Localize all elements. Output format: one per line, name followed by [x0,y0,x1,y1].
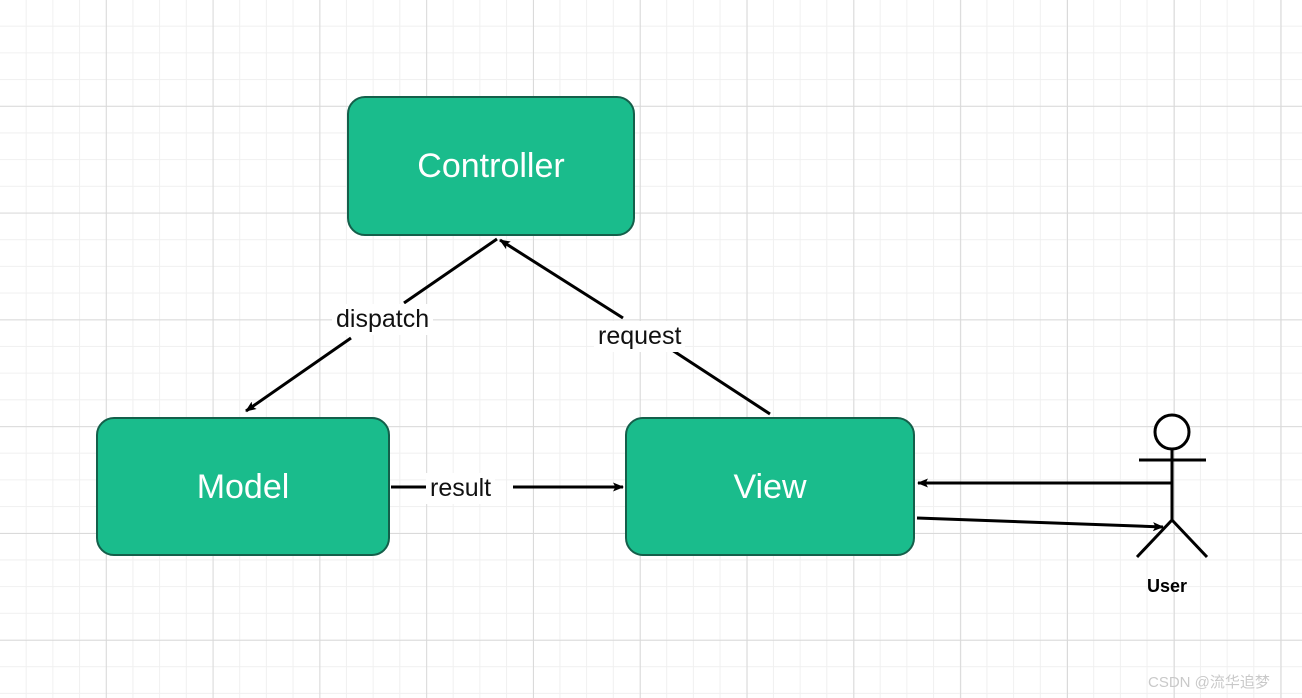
edge-label-request: request [594,321,686,352]
edge-view-to-user [916,516,1164,532]
edge-label-result: result [426,473,496,504]
edge-dispatch [245,237,498,413]
node-model[interactable]: Model [96,417,390,556]
node-controller-label: Controller [417,147,565,185]
node-controller[interactable]: Controller [347,96,635,236]
user-actor-label: User [1147,576,1188,596]
edge-label-dispatch: dispatch [332,304,434,335]
node-model-label: Model [196,467,290,506]
node-view-label: View [733,467,807,506]
user-actor-figure [1135,413,1209,559]
node-view[interactable]: View [625,417,915,556]
edge-request [499,238,771,416]
csdn-watermark: CSDN @流华追梦 [1148,674,1270,691]
